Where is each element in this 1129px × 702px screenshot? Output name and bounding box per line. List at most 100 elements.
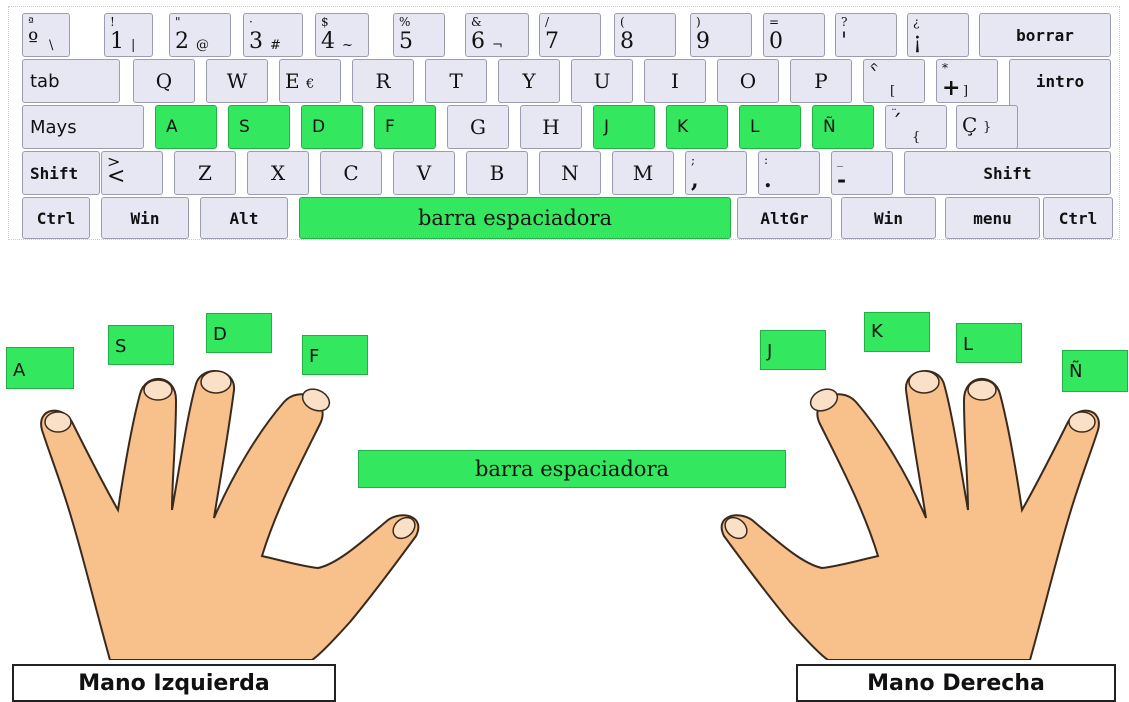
key-top: ?: [841, 15, 848, 29]
key-win-right: Win: [841, 197, 936, 239]
key-label: A: [166, 117, 178, 137]
key-label: W: [226, 69, 248, 93]
key-shift-right: Shift: [904, 151, 1111, 195]
key-ctrl-right: Ctrl: [1043, 197, 1113, 239]
key-top: _: [837, 153, 843, 167]
left-hand-label: Mano Izquierda: [12, 664, 336, 702]
key-top: (: [620, 15, 625, 29]
key-alt: #: [270, 38, 281, 53]
key-acute: ¨ ´ {: [885, 105, 947, 149]
key-space: barra espaciadora: [299, 197, 731, 239]
key-label: B: [489, 161, 505, 185]
key-top: /: [545, 15, 550, 29]
key-alt: Alt: [200, 197, 288, 239]
key-label: Q: [155, 69, 173, 93]
key-label: H: [542, 115, 560, 139]
key-label: Win: [874, 208, 903, 228]
key-p: P: [790, 59, 852, 103]
key-main: 7: [545, 29, 559, 54]
key-label: T: [449, 69, 463, 93]
key-mays: Mays: [22, 105, 144, 149]
right-hand: [720, 370, 1100, 660]
key-main: 6: [471, 29, 485, 54]
key-label: Ctrl: [36, 208, 76, 228]
finger-label-l: L: [956, 323, 1022, 363]
key-main: ¡: [913, 29, 922, 54]
key-win-left: Win: [101, 197, 189, 239]
left-pinky-nail: [44, 411, 72, 433]
key-1-7: / 7: [539, 13, 601, 57]
right-middle-nail: [908, 370, 940, 394]
right-index-nail: [809, 388, 839, 412]
key-main: Ç: [962, 113, 978, 137]
key-m: M: [612, 151, 674, 195]
key-1-5: % 5: [393, 13, 445, 57]
key-main: <: [107, 164, 126, 189]
key-1-6: & 6 ¬: [465, 13, 529, 57]
key-shift-left: Shift: [22, 151, 100, 195]
finger-label-s: S: [108, 325, 174, 365]
key-a: A: [155, 105, 217, 149]
key-label: menu: [973, 208, 1012, 228]
key-label: V: [416, 161, 432, 185]
key-label: X: [270, 161, 286, 185]
key-main: 4: [321, 29, 335, 54]
key-label: Alt: [229, 208, 259, 228]
key-top: ¿: [913, 15, 920, 29]
key-label: AltGr: [760, 208, 809, 228]
key-alt: [: [890, 84, 896, 99]
key-alt: €: [306, 77, 315, 92]
key-alt: \: [49, 38, 54, 53]
key-label: K: [677, 117, 689, 137]
key-e: E €: [279, 59, 341, 103]
key-borrar: borrar: [979, 13, 1111, 57]
key-main: 0: [769, 29, 783, 54]
key-k: K: [666, 105, 728, 149]
key-alt: ]: [963, 84, 969, 99]
key-alt: ~: [342, 38, 353, 53]
left-middle-nail: [200, 370, 232, 394]
key-1-9: ) 9: [690, 13, 752, 57]
key-label: C: [343, 161, 359, 185]
key-main: 8: [620, 29, 634, 54]
key-top: >: [107, 152, 121, 171]
key-label: J: [604, 117, 610, 137]
key-1-11: ? ': [835, 13, 897, 57]
key-top: %: [399, 15, 411, 29]
key-main: .: [764, 167, 772, 193]
key-top: ª: [28, 15, 34, 29]
left-index-nail: [301, 388, 331, 412]
key-label: U: [593, 69, 611, 93]
key-1-8: ( 8: [614, 13, 676, 57]
key-g: G: [447, 105, 509, 149]
right-thumb-nail: [724, 516, 748, 540]
finger-label-k: K: [864, 312, 930, 352]
key-main: 2: [175, 29, 189, 54]
key-label: Shift: [30, 163, 79, 183]
key-main: +: [942, 75, 961, 101]
key-r: R: [352, 59, 414, 103]
key-top: ;: [691, 153, 696, 167]
key-label: N: [561, 161, 579, 185]
key-label: Z: [198, 161, 212, 185]
spacebar-label: barra espaciadora: [358, 450, 786, 488]
key-top: :: [764, 153, 769, 167]
key-1-4: $ 4 ~: [315, 13, 369, 57]
finger-label-d: D: [206, 313, 272, 353]
key-z: Z: [174, 151, 236, 195]
key-c: C: [320, 151, 382, 195]
key-q: Q: [133, 59, 195, 103]
right-hand-label: Mano Derecha: [796, 664, 1116, 702]
key-main: ': [841, 29, 848, 54]
key-top: ^: [869, 61, 880, 75]
key-top: ·: [249, 15, 253, 29]
key-x: X: [247, 151, 309, 195]
key-1-12: ¿ ¡: [907, 13, 969, 57]
key-label: S: [239, 117, 250, 137]
key-w: W: [206, 59, 268, 103]
key-intro: intro: [1009, 59, 1111, 149]
key-main: 1: [110, 29, 124, 54]
key-label: Ñ: [823, 117, 836, 137]
key-top: $: [321, 15, 329, 29]
key-label: Mays: [30, 116, 77, 138]
